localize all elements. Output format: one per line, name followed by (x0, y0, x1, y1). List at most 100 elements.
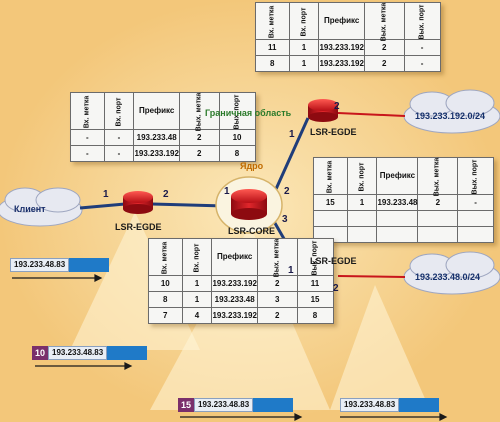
header-out-label: Вых. метка (273, 238, 281, 277)
table-cell: 193.233.192 (318, 39, 365, 56)
packet-3: 15 193.233.48.83 (178, 398, 294, 412)
packet-payload-bar (69, 258, 110, 272)
table-cell: 1 (288, 39, 320, 56)
router-left (123, 191, 153, 214)
table-row: 8 1 193.233.192 2 - (255, 55, 441, 72)
table-cell: 15 (313, 194, 348, 211)
cloud-top-network (403, 89, 500, 134)
client-label: Клиент (14, 204, 46, 214)
table-cell: 7 (148, 307, 183, 324)
table-cell: 3 (256, 291, 298, 308)
port-core-3: 3 (282, 214, 288, 225)
table-cell: 11 (296, 275, 334, 292)
port-top-out: 2 (334, 101, 340, 112)
packet-address: 193.233.48.83 (10, 258, 70, 272)
header-out-label: Вых. метка (195, 92, 203, 131)
table-cell: 15 (296, 291, 334, 308)
table-cell: 193.233.48 (133, 129, 180, 146)
header-in-label: Вх. метка (161, 241, 169, 274)
packet-label-tag: 10 (32, 346, 49, 360)
table-cell: 193.233.48 (211, 291, 258, 308)
table-cell (417, 210, 459, 227)
table-cell: 2 (256, 307, 298, 324)
table-row: 15 1 193.233.48 2 - (313, 194, 495, 211)
header-out-port: Вых. порт (471, 159, 479, 194)
table-cell: 193.233.192 (318, 55, 365, 72)
table-cell: 10 (148, 275, 183, 292)
table-cell: 193.233.192 (211, 307, 258, 324)
table-lsr-core: Вх. метка Вх. порт Префикс Вых. метка Вы… (148, 238, 334, 324)
packet-4: 193.233.48.83 (340, 398, 440, 412)
packet-address: 193.233.48.83 (340, 398, 400, 412)
lsr-edge-bottom-label: LSR-EGDE (310, 256, 357, 266)
packet-2: 10 193.233.48.83 (32, 346, 148, 360)
packet-payload-bar (253, 398, 294, 412)
table-cell (376, 226, 419, 243)
port-left-out: 2 (163, 189, 169, 200)
cloud-bottom-network (403, 251, 500, 295)
table-cell: 2 (256, 275, 298, 292)
table-cell: 10 (218, 129, 256, 146)
port-left-in: 1 (103, 189, 109, 200)
header-in-label: Вх. метка (268, 5, 276, 38)
table-row: - - 193.233.192 2 8 (70, 145, 256, 162)
table-cell: 8 (296, 307, 334, 324)
router-top (308, 99, 338, 122)
packet-arrows (12, 274, 448, 421)
header-in-port: Вх. порт (358, 162, 365, 191)
core-region-label: Ядро (240, 161, 264, 171)
table-cell: - (70, 145, 105, 162)
table-cell: 2 (178, 129, 220, 146)
table-cell: 1 (346, 194, 378, 211)
packet-address: 193.233.48.83 (48, 346, 108, 360)
table-cell: - (103, 145, 135, 162)
link-bottom-net (337, 275, 406, 278)
header-prefix: Префикс (318, 2, 365, 40)
table-cell: 1 (181, 291, 213, 308)
lsr-edge-top-label: LSR-EGDE (310, 127, 357, 137)
header-out-port: Вых. порт (418, 4, 426, 39)
table-row: 8 1 193.233.48 3 15 (148, 291, 334, 308)
packet-payload-bar (107, 346, 148, 360)
border-region-label: Граничная область (205, 108, 292, 118)
table-row: 11 1 193.233.192 2 - (255, 39, 441, 56)
table-cell (457, 226, 495, 243)
table-cell (346, 210, 378, 227)
table-cell: 1 (288, 55, 320, 72)
table-cell: 8 (255, 55, 290, 72)
table-cell: 2 (417, 194, 459, 211)
cloud-client (0, 187, 83, 227)
port-core-1: 1 (224, 186, 230, 197)
table-cell: - (457, 194, 495, 211)
table-cell: 1 (181, 275, 213, 292)
port-top-in: 1 (289, 129, 295, 140)
table-cell: 193.233.48 (376, 194, 419, 211)
table-cell: 2 (363, 39, 405, 56)
router-core (231, 189, 267, 220)
table-cell: - (403, 55, 441, 72)
lsr-core-label: LSR-CORE (228, 226, 275, 236)
table-cell: - (103, 129, 135, 146)
header-prefix: Префикс (211, 238, 258, 276)
table-cell: - (70, 129, 105, 146)
packet-label-tag: 15 (178, 398, 195, 412)
header-out-label: Вых. метка (433, 157, 441, 196)
packet-1: 193.233.48.83 (10, 258, 110, 272)
network-bottom-label: 193.233.48.0/24 (415, 272, 481, 282)
table-row (313, 226, 495, 243)
table-cell: - (403, 39, 441, 56)
packet-address: 193.233.48.83 (194, 398, 254, 412)
table-cell: 11 (255, 39, 290, 56)
table-cell (417, 226, 459, 243)
table-cell: 8 (218, 145, 256, 162)
table-cell: 2 (363, 55, 405, 72)
header-in-port: Вх. порт (300, 7, 307, 36)
table-cell: 4 (181, 307, 213, 324)
packet-payload-bar (399, 398, 440, 412)
table-cell (376, 210, 419, 227)
header-prefix: Префикс (133, 92, 180, 130)
header-in-label: Вх. метка (83, 95, 91, 128)
table-row: 10 1 193.233.192 2 11 (148, 275, 334, 292)
port-bottom-in: 1 (288, 265, 294, 276)
